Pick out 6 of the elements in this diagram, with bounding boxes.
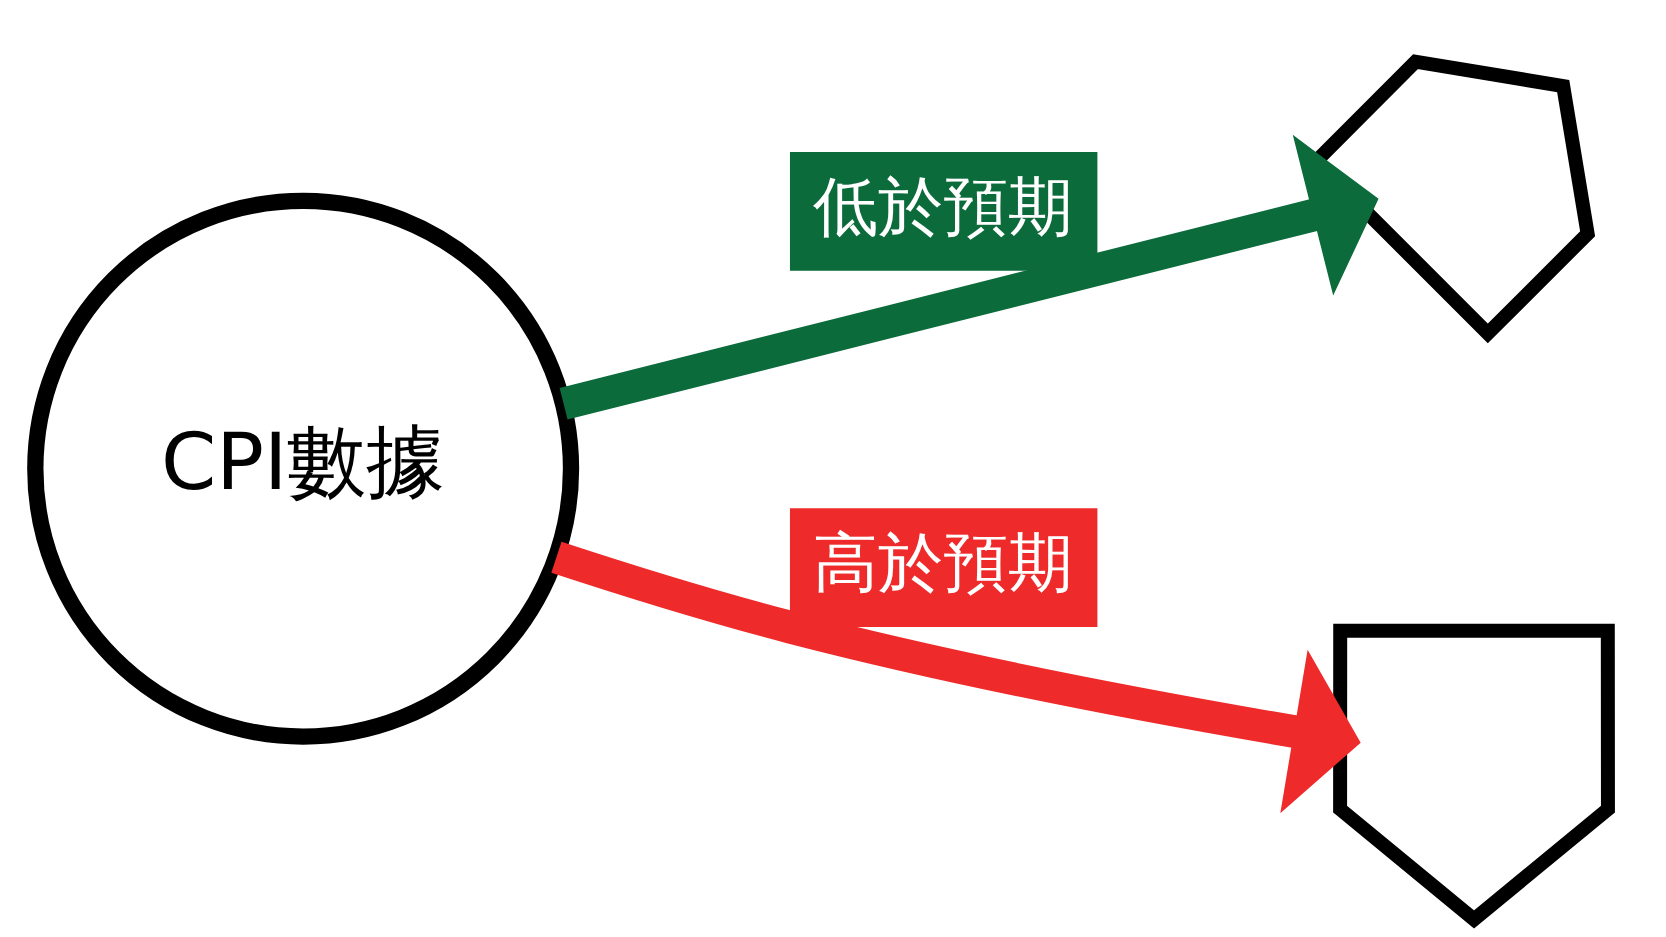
- arrow: [550, 541, 1361, 814]
- edge-label: 高於預期: [812, 523, 1073, 600]
- node-picture: [1332, 623, 1615, 929]
- edge-label: 低於預期: [812, 167, 1073, 244]
- arrow: [559, 134, 1379, 420]
- node-circle: CPI數據: [26, 192, 579, 745]
